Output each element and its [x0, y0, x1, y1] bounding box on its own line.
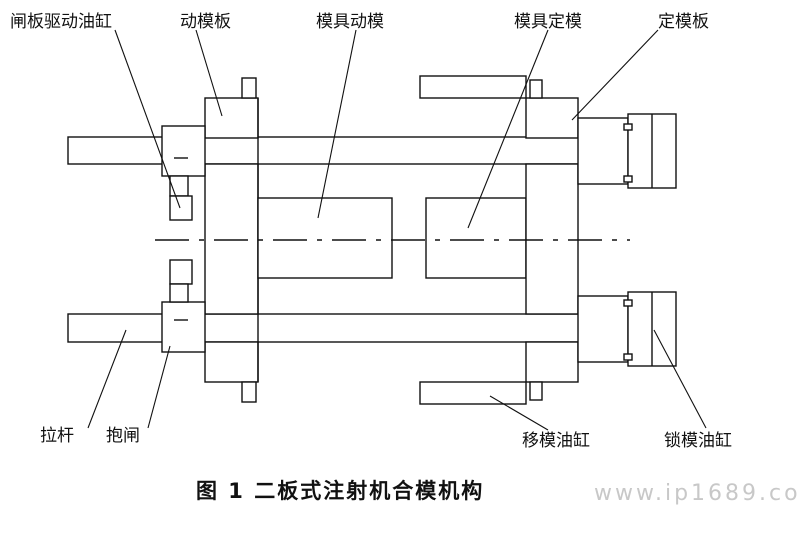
label-gate-cylinder: 闸板驱动油缸: [10, 11, 112, 32]
mold-moving-half: [257, 197, 393, 279]
label-lock-cylinder: 锁模油缸: [664, 430, 732, 451]
upper-tie-bar: [67, 136, 627, 165]
watermark: www.ip1689.com: [594, 481, 800, 506]
mold-fixed-half: [425, 197, 527, 279]
lower-tie-bar: [67, 313, 627, 343]
fixed-platen: [525, 79, 579, 401]
lock-cylinder-top: [577, 113, 677, 189]
shift-cylinder-top: [419, 75, 527, 99]
label-fixed-platen: 定模板: [658, 12, 709, 32]
label-shift-cylinder: 移模油缸: [522, 430, 590, 451]
shift-cylinder-bottom: [419, 381, 527, 405]
label-mold-moving-half: 模具动模: [316, 12, 384, 32]
clamp-gate-assembly: [161, 125, 206, 353]
figure-caption: 图 1 二板式注射机合模机构: [196, 479, 484, 503]
label-moving-platen: 动模板: [180, 12, 231, 32]
leader-lines: [87, 29, 707, 431]
label-clamp-gate: 抱闸: [106, 426, 140, 446]
moving-platen: [204, 77, 259, 403]
label-mold-fixed-half: 模具定模: [514, 12, 582, 32]
lock-cylinder-bottom: [577, 291, 677, 367]
label-tie-bar: 拉杆: [40, 426, 74, 446]
